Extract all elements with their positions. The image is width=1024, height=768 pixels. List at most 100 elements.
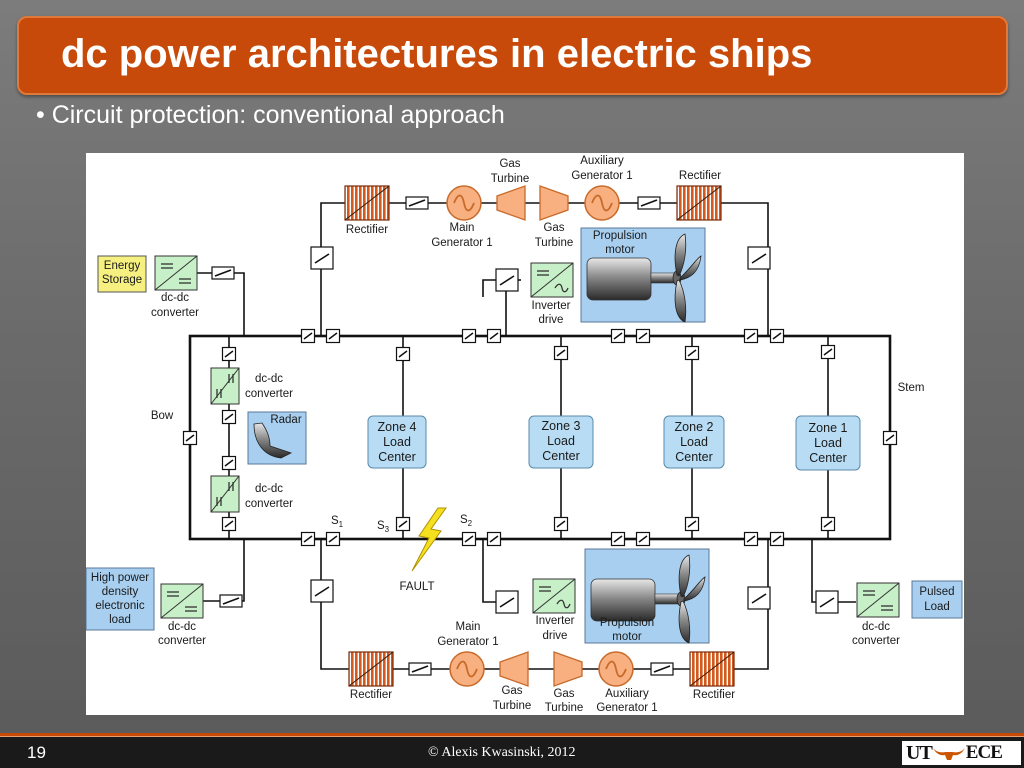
label-aux-gen-top-1: Auxiliary <box>580 155 624 167</box>
zone-2-box <box>663 415 725 469</box>
breaker-top-inverter[interactable] <box>495 268 519 292</box>
breaker-bottom-rect-left[interactable] <box>408 662 432 676</box>
dcdc-energy-storage-icon <box>154 255 198 291</box>
gas-turbine-top-left-icon <box>496 185 526 221</box>
label-hp-load-1: High power <box>91 572 149 584</box>
label-zone4-2: Load <box>383 435 411 449</box>
gas-turbine-bottom-left-icon <box>499 651 529 687</box>
label-rectifier-bottom-left: Rectifier <box>350 689 392 701</box>
footer-bar <box>0 737 1024 768</box>
inverter-bottom-icon <box>532 578 576 614</box>
breaker-bottom-right-vertical[interactable] <box>747 586 771 610</box>
label-zone1-1: Zone 1 <box>809 421 848 435</box>
label-gas-turbine-top-upper-1: Gas <box>499 158 520 170</box>
label-dcdc-upper-2: converter <box>245 388 293 400</box>
breaker-pulsed-load[interactable] <box>815 590 839 614</box>
label-propulsion-bottom-2: motor <box>612 631 642 643</box>
label-propulsion-top-2: motor <box>605 244 635 256</box>
label-hp-load-2: density <box>102 586 139 598</box>
label-zone1-3: Center <box>809 451 847 465</box>
label-energy-storage-1: Energy <box>104 260 141 272</box>
breaker-top-right-vertical[interactable] <box>747 246 771 270</box>
auxiliary-generator-bottom-icon <box>598 651 634 687</box>
label-fault: FAULT <box>400 581 435 593</box>
dcdc-upper-icon <box>210 367 240 405</box>
breaker-bottom-inverter[interactable] <box>495 590 519 614</box>
label-s1: S1 <box>331 515 344 529</box>
label-gas-turbine-top-lower-1: Gas <box>543 222 564 234</box>
label-zone3-2: Load <box>547 434 575 448</box>
label-rectifier-top-left: Rectifier <box>346 224 388 236</box>
power-architecture-diagram: Rectifier Main Generator 1 Gas Turbine G… <box>86 153 964 715</box>
footer-divider <box>0 733 1024 736</box>
label-main-gen-bottom-1: Main <box>456 621 481 633</box>
bullet-point: • Circuit protection: conventional appro… <box>36 101 505 129</box>
breaker-bow[interactable] <box>182 430 198 446</box>
breaker-bottom-aux[interactable] <box>650 662 674 676</box>
breaker-top-left-vertical[interactable] <box>310 246 334 270</box>
fault-bolt-icon <box>411 507 447 572</box>
radar-dish-icon <box>253 422 293 459</box>
slide-title: dc power architectures in electric ships <box>61 32 813 76</box>
label-aux-gen-top-2: Generator 1 <box>571 170 632 182</box>
pulsed-load-box <box>911 580 963 619</box>
inverter-top-icon <box>530 262 574 298</box>
label-main-gen-top-2: Generator 1 <box>431 237 492 249</box>
breaker-s3[interactable] <box>395 516 411 532</box>
label-energy-storage-2: Storage <box>102 274 142 286</box>
propulsion-motor-top <box>580 227 706 323</box>
label-radar: Radar <box>270 414 301 426</box>
zone-4-box <box>367 415 427 469</box>
label-dcdc-hp-1: dc-dc <box>168 621 196 633</box>
label-pulsed-load-1: Pulsed <box>919 586 954 598</box>
label-inverter-top-2: drive <box>539 314 564 326</box>
label-pulsed-load-2: Load <box>924 601 950 613</box>
label-gas-turbine-top-upper-2: Turbine <box>491 173 530 185</box>
main-generator-bottom-icon <box>449 651 485 687</box>
label-dcdc-hp-2: converter <box>158 635 206 647</box>
rectifier-bottom-right <box>689 651 735 687</box>
dcdc-high-power-icon <box>160 583 204 619</box>
label-s3: S3 <box>377 520 390 534</box>
label-rectifier-bottom-right: Rectifier <box>693 689 735 701</box>
label-dcdc-pulsed-1: dc-dc <box>862 621 890 633</box>
label-rectifier-top-right: Rectifier <box>679 170 721 182</box>
label-inverter-bottom-1: Inverter <box>536 615 575 627</box>
breaker-top-aux[interactable] <box>637 196 661 210</box>
breaker-s1[interactable] <box>325 531 341 547</box>
dcdc-pulsed-icon <box>856 582 900 618</box>
label-gas-turbine-bottom-right-2: Turbine <box>545 702 584 714</box>
longhorn-icon <box>932 748 965 760</box>
logo-text-right: ECE <box>965 742 1003 763</box>
breaker-high-power[interactable] <box>219 594 243 608</box>
label-hp-load-4: load <box>109 614 131 626</box>
label-dcdc-es-1: dc-dc <box>161 292 189 304</box>
rectifier-top-right <box>676 185 722 221</box>
breaker-bottom-left-vertical[interactable] <box>310 579 334 603</box>
label-dcdc-upper-1: dc-dc <box>255 373 283 385</box>
label-zone1-2: Load <box>814 436 842 450</box>
breaker-s2[interactable] <box>461 531 477 547</box>
label-gas-turbine-bottom-right-1: Gas <box>553 688 574 700</box>
label-bow: Bow <box>151 410 174 422</box>
rectifier-top-left <box>344 185 390 221</box>
label-zone2-2: Load <box>680 435 708 449</box>
label-aux-gen-bottom-1: Auxiliary <box>605 688 649 700</box>
label-dcdc-pulsed-2: converter <box>852 635 900 647</box>
title-bar: dc power architectures in electric ships <box>17 16 1008 95</box>
label-zone3-1: Zone 3 <box>542 419 581 433</box>
breaker-stem[interactable] <box>882 430 898 446</box>
zone-1-box <box>795 415 861 471</box>
label-gas-turbine-bottom-left-2: Turbine <box>493 700 532 712</box>
dcdc-lower-icon <box>210 475 240 513</box>
copyright-text: © Alexis Kwasinski, 2012 <box>428 745 576 760</box>
breaker-top-rect-left[interactable] <box>405 196 429 210</box>
slide-number: 19 <box>27 743 46 762</box>
label-aux-gen-bottom-2: Generator 1 <box>596 702 657 714</box>
ut-ece-logo: UT ECE <box>902 741 1021 765</box>
label-inverter-bottom-2: drive <box>543 630 568 642</box>
breaker-energy-storage[interactable] <box>211 266 235 280</box>
label-dcdc-lower-2: converter <box>245 498 293 510</box>
label-zone3-3: Center <box>542 449 580 463</box>
label-dcdc-es-2: converter <box>151 307 199 319</box>
